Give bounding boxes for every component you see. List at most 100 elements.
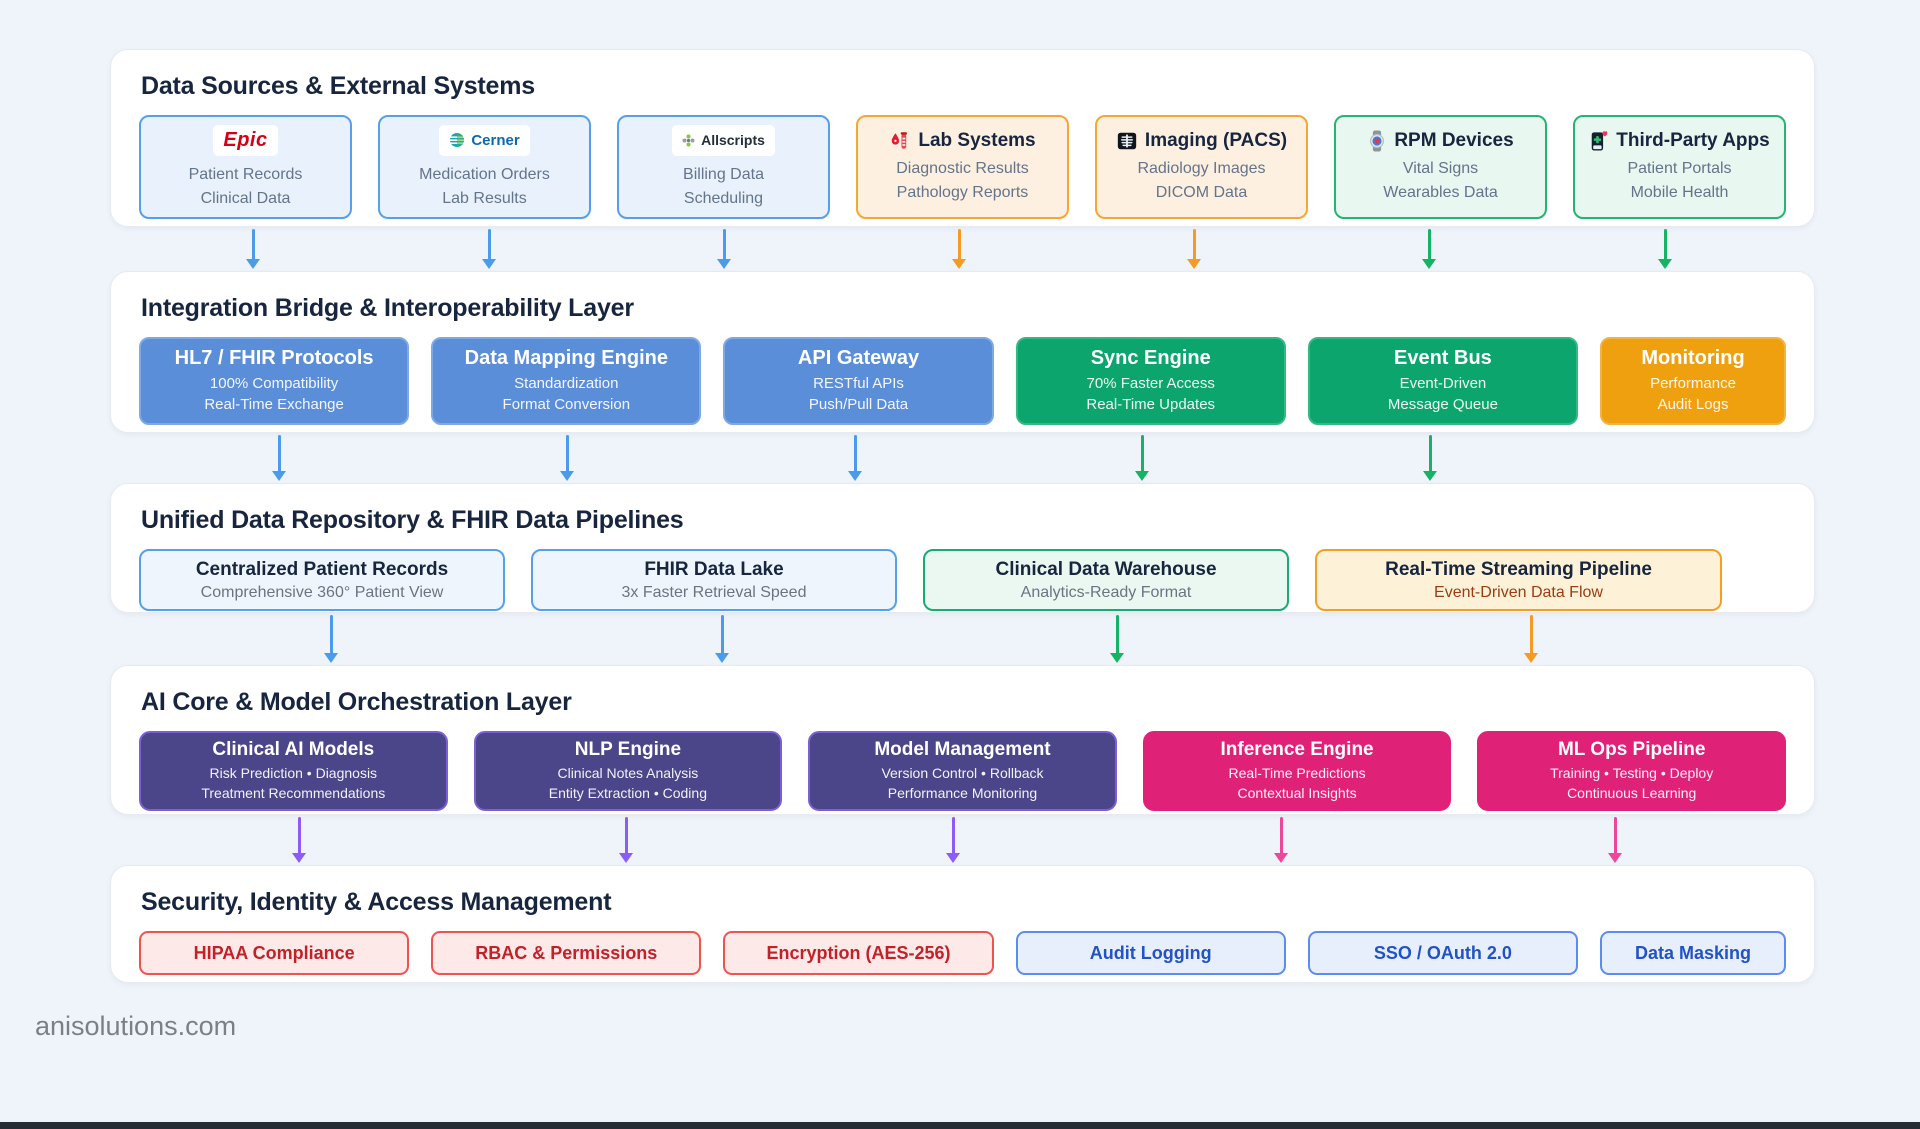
node-realtime-streaming-pipeline: Real-Time Streaming Pipeline Event-Drive… xyxy=(1315,549,1722,611)
node-title: Sync Engine xyxy=(1090,346,1211,369)
flow-arrow-down xyxy=(848,435,862,481)
flow-arrow-down xyxy=(1135,435,1149,481)
node-line: Training • Testing • Deploy xyxy=(1550,764,1714,781)
source-card-allscripts: Allscripts Billing Data Scheduling xyxy=(617,115,830,219)
source-card-line: Patient Portals xyxy=(1627,160,1732,178)
flow-arrow-down xyxy=(292,817,306,863)
source-card-cerner: Cerner Medication Orders Lab Results xyxy=(378,115,591,219)
cerner-swirl-icon xyxy=(449,132,465,148)
source-card-lab-systems: Lab Systems Diagnostic Results Pathology… xyxy=(856,115,1069,219)
node-monitoring: Monitoring Performance Audit Logs xyxy=(1600,337,1787,425)
smartwatch-icon xyxy=(1367,130,1387,152)
node-title: HL7 / FHIR Protocols xyxy=(174,346,374,369)
node-model-management: Model Management Version Control • Rollb… xyxy=(808,731,1117,811)
blood-test-icon xyxy=(889,130,911,152)
node-title: API Gateway xyxy=(797,346,920,369)
node-line: Real-Time Updates xyxy=(1086,396,1216,413)
node-title: Data Mapping Engine xyxy=(464,346,668,369)
node-hl7-fhir-protocols: HL7 / FHIR Protocols 100% Compatibility … xyxy=(139,337,410,425)
arrow-row-integration-to-repository xyxy=(0,433,1920,483)
source-card-third-party-apps: Third-Party Apps Patient Portals Mobile … xyxy=(1573,115,1786,219)
source-card-line: Lab Results xyxy=(442,189,527,207)
source-card-line: Radiology Images xyxy=(1137,160,1266,178)
node-title: Event Bus xyxy=(1394,346,1492,369)
xray-icon xyxy=(1116,130,1138,152)
node-line: Real-Time Exchange xyxy=(204,396,344,413)
node-data-masking: Data Masking xyxy=(1600,931,1787,975)
ai-row: Clinical AI Models Risk Prediction • Dia… xyxy=(139,731,1786,811)
source-card-line: Patient Records xyxy=(188,165,303,183)
epic-logo: Epic xyxy=(213,124,278,156)
source-card-title: Third-Party Apps xyxy=(1616,130,1770,152)
epic-logo-text: Epic xyxy=(223,128,268,151)
source-card-line: Scheduling xyxy=(683,189,764,207)
node-clinical-ai-models: Clinical AI Models Risk Prediction • Dia… xyxy=(139,731,448,811)
cerner-logo-text: Cerner xyxy=(471,131,520,149)
source-card-line: Mobile Health xyxy=(1630,184,1729,201)
source-card-line: Clinical Data xyxy=(200,189,291,207)
flow-arrow-down xyxy=(560,435,574,481)
node-line: Message Queue xyxy=(1387,396,1498,413)
node-event-bus: Event Bus Event-Driven Message Queue xyxy=(1307,337,1579,425)
arrow-row-ai-to-security xyxy=(0,815,1920,865)
node-subtitle: Analytics-Ready Format xyxy=(1020,583,1192,601)
bottom-edge-strip xyxy=(0,1122,1920,1129)
node-line: Contextual Insights xyxy=(1237,784,1357,801)
flow-arrow-down xyxy=(1423,435,1437,481)
node-data-mapping-engine: Data Mapping Engine Standardization Form… xyxy=(431,337,702,425)
flow-arrow-down xyxy=(619,817,633,863)
integration-row: HL7 / FHIR Protocols 100% Compatibility … xyxy=(139,337,1787,425)
node-line: 100% Compatibility xyxy=(209,374,339,392)
panel-title-data-sources: Data Sources & External Systems xyxy=(141,72,535,100)
flow-arrow-down xyxy=(1608,817,1622,863)
node-title: Clinical AI Models xyxy=(212,738,375,760)
source-card-imaging-pacs: Imaging (PACS) Radiology Images DICOM Da… xyxy=(1095,115,1308,219)
source-card-line: Billing Data xyxy=(683,165,764,183)
flow-arrow-down xyxy=(1274,817,1288,863)
footer-website-url: anisolutions.com xyxy=(35,1011,237,1041)
flow-arrow-down xyxy=(952,229,966,269)
panel-title-integration: Integration Bridge & Interoperability La… xyxy=(141,294,634,322)
panel-integration-layer: Integration Bridge & Interoperability La… xyxy=(110,271,1815,433)
source-cards-row: Epic Patient Records Clinical Data Cerne… xyxy=(139,115,1786,219)
panel-title-security: Security, Identity & Access Management xyxy=(141,888,612,916)
node-line: Version Control • Rollback xyxy=(881,764,1044,781)
source-card-title: Imaging (PACS) xyxy=(1144,130,1288,152)
node-line: Performance xyxy=(1650,374,1736,392)
node-sso-oauth: SSO / OAuth 2.0 xyxy=(1307,931,1579,975)
source-card-line: Diagnostic Results xyxy=(896,160,1029,178)
node-clinical-data-warehouse: Clinical Data Warehouse Analytics-Ready … xyxy=(923,549,1289,611)
node-title: Inference Engine xyxy=(1220,738,1374,760)
flow-arrow-down xyxy=(324,615,338,663)
security-row: HIPAA Compliance RBAC & Permissions Encr… xyxy=(139,931,1787,975)
node-title: Centralized Patient Records xyxy=(195,558,449,580)
source-card-line: DICOM Data xyxy=(1155,184,1248,201)
node-title: Monitoring xyxy=(1641,346,1745,369)
panel-security: Security, Identity & Access Management H… xyxy=(110,865,1815,983)
flow-arrow-down xyxy=(715,615,729,663)
node-encryption-aes256: Encryption (AES-256) xyxy=(723,931,994,975)
source-card-line: Medication Orders xyxy=(419,165,550,183)
node-subtitle: 3x Faster Retrieval Speed xyxy=(621,583,807,601)
node-line: Event-Driven xyxy=(1399,374,1487,392)
node-subtitle: Comprehensive 360° Patient View xyxy=(200,583,444,601)
cerner-logo: Cerner xyxy=(439,124,530,156)
arrow-row-sources-to-integration xyxy=(0,227,1920,271)
allscripts-flower-icon xyxy=(682,134,695,147)
node-line: Format Conversion xyxy=(502,396,631,413)
flow-arrow-down xyxy=(1187,229,1201,269)
source-card-line: Pathology Reports xyxy=(896,184,1029,201)
node-line: 70% Faster Access xyxy=(1086,374,1215,392)
node-sync-engine: Sync Engine 70% Faster Access Real-Time … xyxy=(1015,337,1286,425)
node-line: Entity Extraction • Coding xyxy=(548,784,707,801)
source-card-title: RPM Devices xyxy=(1394,130,1514,152)
node-title: ML Ops Pipeline xyxy=(1557,738,1706,760)
node-nlp-engine: NLP Engine Clinical Notes Analysis Entit… xyxy=(473,731,783,811)
flow-arrow-down xyxy=(1658,229,1672,269)
node-title: Real-Time Streaming Pipeline xyxy=(1385,558,1652,580)
source-card-rpm-devices: RPM Devices Vital Signs Wearables Data xyxy=(1334,115,1547,219)
node-centralized-patient-records: Centralized Patient Records Comprehensiv… xyxy=(139,549,505,611)
node-line: Performance Monitoring xyxy=(887,784,1038,801)
source-card-epic: Epic Patient Records Clinical Data xyxy=(139,115,352,219)
node-inference-engine: Inference Engine Real-Time Predictions C… xyxy=(1142,731,1452,811)
